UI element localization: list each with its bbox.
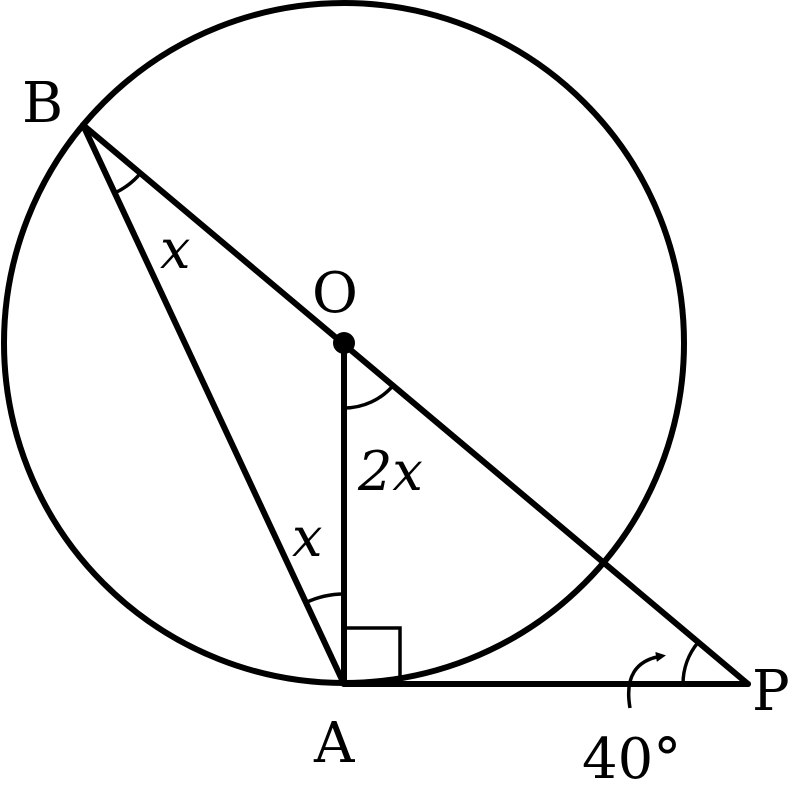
- angle-label-O: 2x: [357, 440, 423, 503]
- angle-pointer-arrow-icon: [627, 651, 666, 709]
- angle-arc-P: [681, 640, 700, 685]
- angle-arc-O: [343, 383, 396, 410]
- line-BA: [80, 122, 347, 687]
- line-BP: [80, 122, 751, 687]
- angle-label-B: x: [160, 218, 190, 281]
- label-A: A: [313, 711, 355, 776]
- angle-label-P: 40°: [582, 727, 681, 792]
- right-angle-mark: [344, 626, 402, 684]
- label-O: O: [312, 261, 358, 326]
- label-B: B: [22, 71, 63, 136]
- angle-arc-A: [305, 592, 345, 605]
- angle-arc-B: [113, 171, 142, 195]
- label-P: P: [752, 659, 790, 724]
- center-point-O: [333, 332, 355, 354]
- angle-label-A: x: [292, 506, 322, 569]
